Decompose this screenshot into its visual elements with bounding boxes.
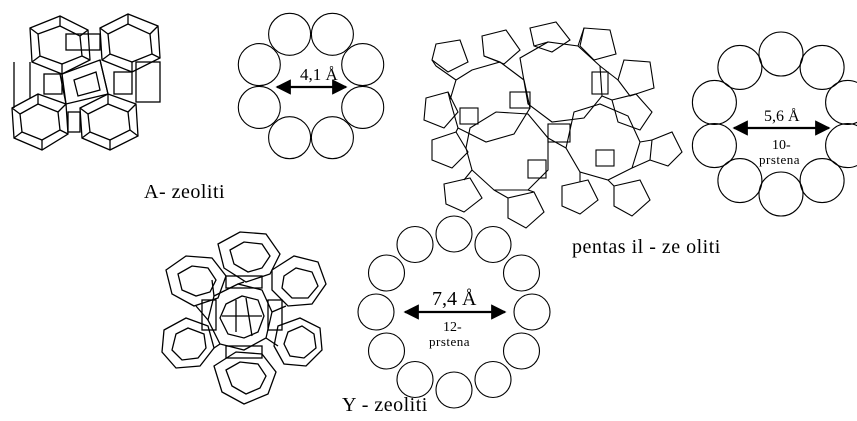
oxygen-atom-circle [367,254,406,292]
oxygen-atom-circle [717,158,763,204]
sodalite-cage [79,93,139,151]
oxygen-atom-circle [357,293,395,331]
y-zeolite-framework [161,231,327,405]
sodalite-cage [273,317,323,367]
sodalite-cage [165,255,227,307]
oxygen-atom-circle [367,332,406,370]
pentasil-ring-word: prstena [759,152,800,167]
sodalite-cage [29,15,91,75]
a-zeolite-pore-ring [237,12,385,160]
oxygen-atom-circle [396,360,434,399]
oxygen-atom-circle [396,225,434,264]
oxygen-atom-circle [513,293,551,331]
oxygen-atom-circle [268,12,312,56]
oxygen-atom-circle [435,215,473,253]
sodalite-cage [99,13,161,73]
a-zeolite-framework [11,13,161,151]
y-zeolite-pore-ring [357,215,551,409]
oxygen-atom-circle [341,85,385,129]
sodalite-cage [271,255,327,307]
oxygen-atom-circle [435,371,473,409]
oxygen-atom-circle [691,123,737,169]
sodalite-cage [213,351,277,405]
oxygen-atom-circle [717,44,763,90]
y-ring-word: prstena [429,334,470,349]
oxygen-atom-circle [310,116,354,160]
supercage [207,283,273,351]
sodalite-cage [161,317,215,369]
oxygen-atom-circle [825,79,857,125]
a-zeolite-caption: A- zeoliti [144,181,226,203]
oxygen-atom-circle [691,79,737,125]
oxygen-atom-circle [502,332,541,370]
oxygen-atom-circle [502,254,541,292]
oxygen-atom-circle [474,360,512,399]
pentasil-pore-ring [691,31,857,217]
oxygen-atom-circle [268,116,312,160]
oxygen-atom-circle [758,31,804,77]
oxygen-atom-circle [341,43,385,87]
a-pore-size: 4,1 Å [300,65,339,84]
oxygen-atom-circle [799,44,845,90]
oxygen-atom-circle [237,43,281,87]
y-pore-size: 7,4 Å [432,288,477,310]
oxygen-atom-circle [758,171,804,217]
pentasil-zeolite-caption: pentas il - ze oliti [572,236,721,258]
sodalite-cage [217,231,281,283]
pentasil-ring-count: 10- [772,138,791,153]
sodalite-cage [11,93,69,151]
pentasil-framework [423,21,683,229]
y-ring-count: 12- [443,320,462,335]
oxygen-atom-circle [310,12,354,56]
oxygen-atom-circle [825,123,857,169]
y-zeolite-caption: Y - zeoliti [342,394,428,416]
oxygen-atom-circle [474,225,512,264]
pentasil-pore-size: 5,6 Å [764,107,800,125]
oxygen-atom-circle [237,85,281,129]
oxygen-atom-circle [799,158,845,204]
